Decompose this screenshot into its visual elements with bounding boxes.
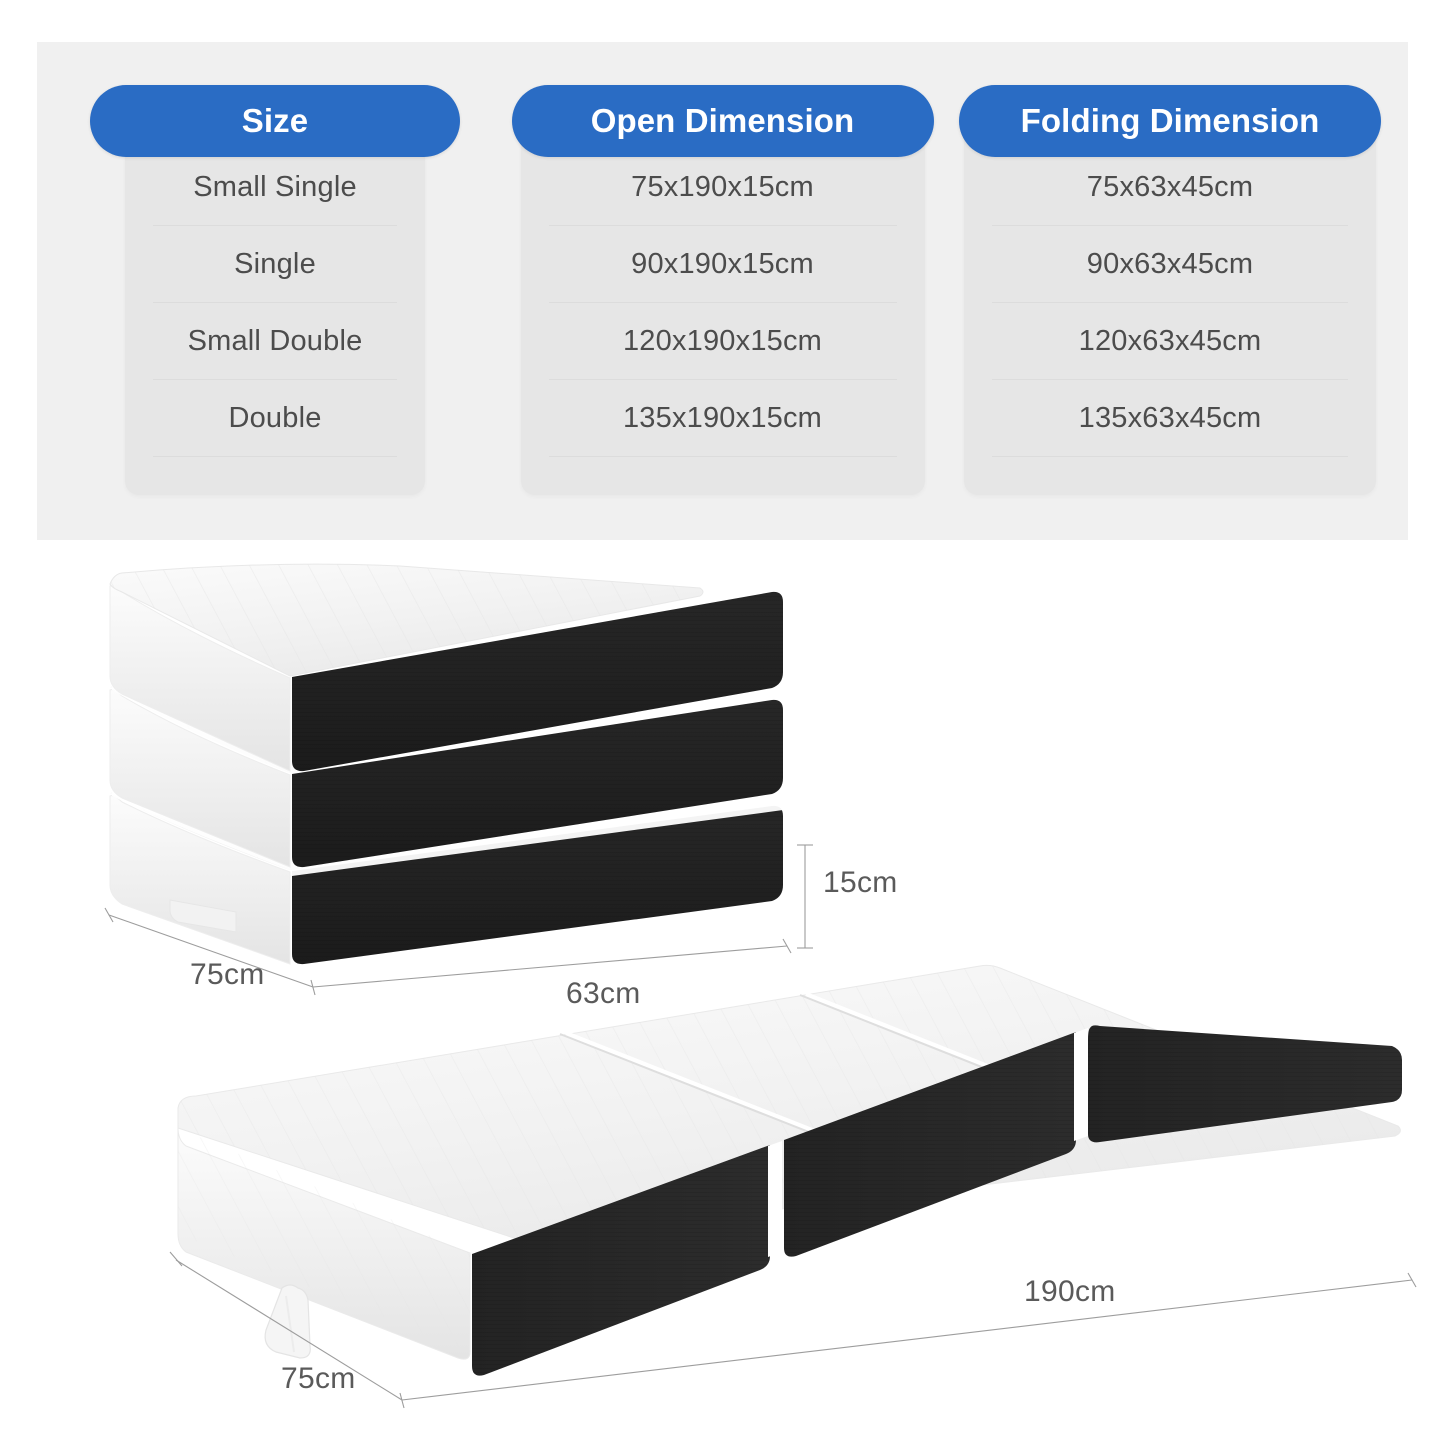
unfolded-mattress-illustration: [177, 964, 1402, 1376]
dimension-label-folded-height: 15cm: [823, 866, 898, 899]
table-row: 75x63x45cm: [986, 149, 1354, 226]
table-row: 90x63x45cm: [986, 226, 1354, 303]
spec-column-body-open-dimension: 75x190x15cm 90x190x15cm 120x190x15cm 135…: [520, 121, 925, 495]
cell-open-dimension: 75x190x15cm: [631, 171, 814, 203]
cell-folding-dimension: 75x63x45cm: [1086, 171, 1254, 203]
cell-folding-dimension: 90x63x45cm: [1086, 248, 1254, 280]
product-diagram-svg: [104, 563, 1417, 1409]
table-row: Small Single: [147, 149, 403, 226]
table-row: 90x190x15cm: [543, 226, 903, 303]
column-header-folding-dimension: Folding Dimension: [959, 85, 1381, 157]
column-header-size: Size: [90, 85, 460, 157]
cell-open-dimension: 120x190x15cm: [622, 325, 823, 357]
dimension-label-folded-width: 63cm: [566, 977, 641, 1010]
cell-folding-dimension: 120x63x45cm: [1078, 325, 1262, 357]
table-row: 75x190x15cm: [543, 149, 903, 226]
cell-size: Single: [234, 248, 316, 280]
cell-size: Double: [228, 402, 322, 434]
folded-mattress-illustration: [109, 563, 783, 965]
table-row: 135x63x45cm: [986, 380, 1354, 457]
folded-layer-top: [109, 563, 783, 772]
product-illustrations: 75cm 63cm 15cm 75cm 190cm: [0, 540, 1445, 1445]
spec-column-body-folding-dimension: 75x63x45cm 90x63x45cm 120x63x45cm 135x63…: [964, 121, 1376, 495]
table-row: Single: [147, 226, 403, 303]
dimension-label-unfolded-width: 75cm: [281, 1362, 356, 1395]
cell-size: Small Single: [193, 171, 357, 203]
column-header-open-dimension: Open Dimension: [511, 85, 934, 157]
cell-size: Small Double: [187, 325, 363, 357]
spec-column-folding-dimension: Folding Dimension 75x63x45cm 90x63x45cm …: [958, 42, 1382, 540]
spec-column-size: Size Small Single Single Small Double Do…: [63, 42, 487, 540]
table-row: Small Double: [147, 303, 403, 380]
table-row: 120x190x15cm: [543, 303, 903, 380]
spec-column-open-dimension: Open Dimension 75x190x15cm 90x190x15cm 1…: [511, 42, 935, 540]
cell-folding-dimension: 135x63x45cm: [1078, 402, 1262, 434]
carry-handle-tab-icon: [169, 899, 237, 933]
dimension-label-folded-depth: 75cm: [190, 958, 265, 991]
folded-dimension-lines: [104, 844, 813, 996]
cell-open-dimension: 135x190x15cm: [622, 402, 823, 434]
carry-handle-icon: [264, 1284, 311, 1359]
spec-column-body-size: Small Single Single Small Double Double: [125, 121, 425, 495]
unfolded-dimension-lines: [169, 1251, 1417, 1409]
table-row: Double: [147, 380, 403, 457]
table-row: 120x63x45cm: [986, 303, 1354, 380]
table-row: 135x190x15cm: [543, 380, 903, 457]
spec-table-panel: Size Small Single Single Small Double Do…: [37, 42, 1408, 540]
dimension-label-unfolded-length: 190cm: [1024, 1275, 1116, 1308]
spec-table-columns: Size Small Single Single Small Double Do…: [37, 42, 1408, 540]
cell-open-dimension: 90x190x15cm: [631, 248, 814, 280]
